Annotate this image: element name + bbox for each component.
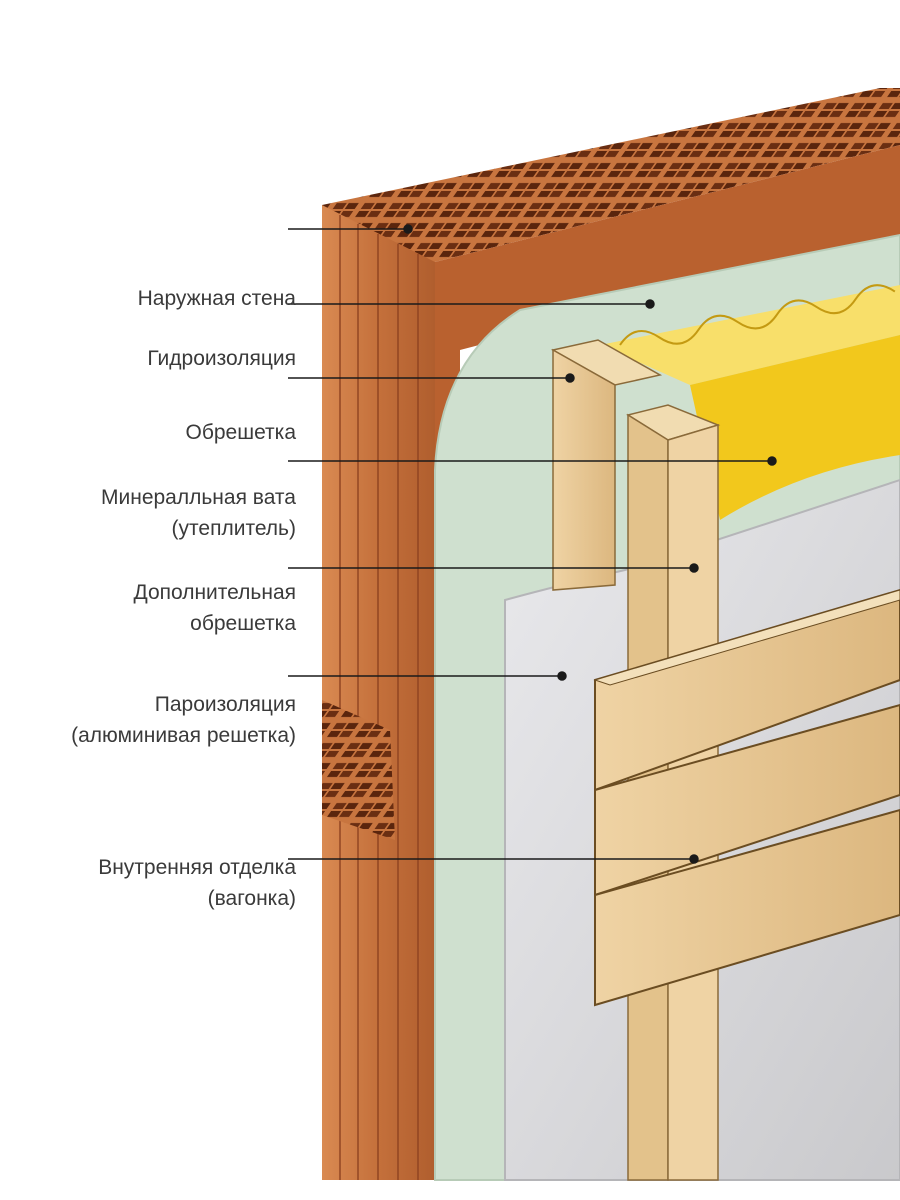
label-outer-wall: Наружная стена (138, 283, 296, 314)
leader-dot-battens (767, 456, 777, 466)
brick-top-face (322, 88, 900, 262)
label-interior-finish: Внутренняя отделка (вагонка) (98, 852, 296, 914)
leader-dot-outer-wall (645, 299, 655, 309)
label-vapor-barrier-line1: Пароизоляция (154, 693, 296, 716)
label-extra-battens: Дополнительная обрешетка (133, 577, 296, 639)
wool-top (600, 285, 900, 385)
label-interior-finish-line2: (вагонка) (207, 887, 296, 910)
label-battens-text: Обрешетка (185, 421, 297, 444)
leader-dot-waterproofing (565, 373, 575, 383)
batten-front (552, 348, 616, 591)
outer-brick-wall (322, 88, 900, 1180)
leader-dot-interior-finish (689, 854, 699, 864)
label-mineral-wool-line1: Минералльная вата (101, 486, 296, 509)
leader-dot-mineral-wool (689, 563, 699, 573)
wool-wave (619, 284, 896, 346)
label-outer-wall-text: Наружная стена (137, 287, 296, 310)
wool-body (690, 335, 900, 520)
brick-grooves (339, 215, 419, 1180)
leader-dot-extra-battens (557, 671, 567, 681)
label-vapor-barrier: Пароизоляция (алюминивая решетка) (71, 689, 296, 751)
label-extra-battens-line1: Дополнительная (133, 581, 296, 604)
label-waterproofing: Гидроизоляция (147, 343, 296, 374)
label-mineral-wool-line2: (утеплитель) (171, 517, 296, 540)
label-waterproofing-text: Гидроизоляция (147, 347, 296, 370)
board-top-edge (593, 589, 900, 686)
board-2 (594, 703, 900, 897)
interior-finish-boards (593, 588, 900, 1007)
label-battens: Обрешетка (186, 417, 297, 448)
label-interior-finish-line1: Внутренняя отделка (98, 856, 296, 879)
label-vapor-barrier-line2: (алюминивая решетка) (71, 724, 296, 747)
label-mineral-wool: Минералльная вата (утеплитель) (101, 482, 296, 544)
leader-dot-brick (403, 224, 413, 234)
label-extra-battens-line2: обрешетка (190, 612, 296, 635)
leader-lines (288, 224, 777, 864)
mineral-wool-layer (600, 284, 900, 520)
board-3 (594, 808, 900, 1007)
brick-broken-corner (322, 700, 395, 840)
